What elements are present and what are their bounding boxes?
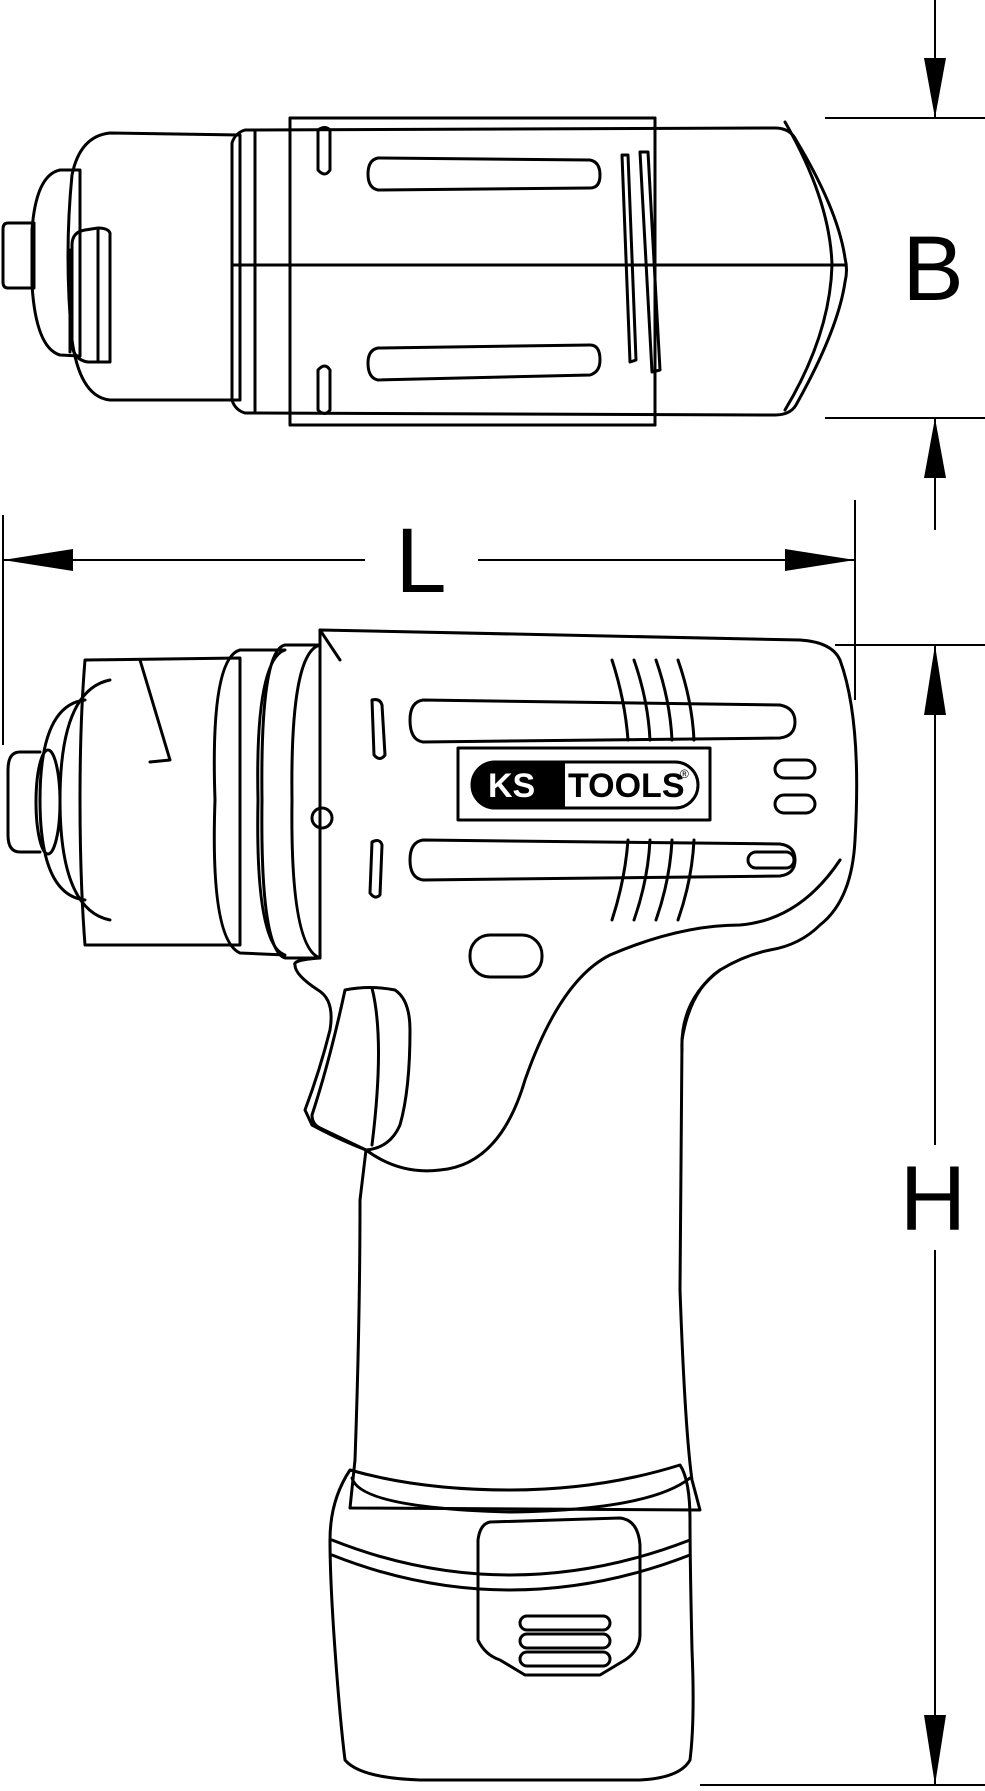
dimension-h: H: [700, 644, 985, 1786]
dimension-h-label: H: [900, 1148, 966, 1250]
battery-pack: [328, 1463, 695, 1782]
dimension-l-label: L: [395, 510, 446, 612]
dimension-b: B: [825, 0, 985, 530]
ks-tools-logo: KS TOOLS ®: [456, 746, 712, 822]
logo-prefix: KS: [488, 767, 535, 805]
side-view-body: [293, 628, 859, 1512]
top-view-housing: [230, 126, 848, 417]
top-view-collar: [66, 131, 242, 402]
side-view: KS TOOLS ®: [6, 628, 859, 1782]
top-view: [1, 116, 848, 427]
thumb-button: [468, 933, 544, 979]
battery-latch: [476, 1516, 642, 1677]
top-view-chuck: [30, 168, 82, 358]
logo-ks-badge: [472, 762, 565, 808]
side-view-bit: [6, 750, 42, 854]
logo-registered-mark: ®: [680, 767, 689, 781]
logo-suffix: TOOLS: [568, 767, 685, 805]
trigger: [310, 986, 412, 1152]
dimension-b-label: B: [902, 218, 963, 320]
top-view-bit: [1, 221, 36, 290]
dimension-l: L: [2, 500, 856, 745]
